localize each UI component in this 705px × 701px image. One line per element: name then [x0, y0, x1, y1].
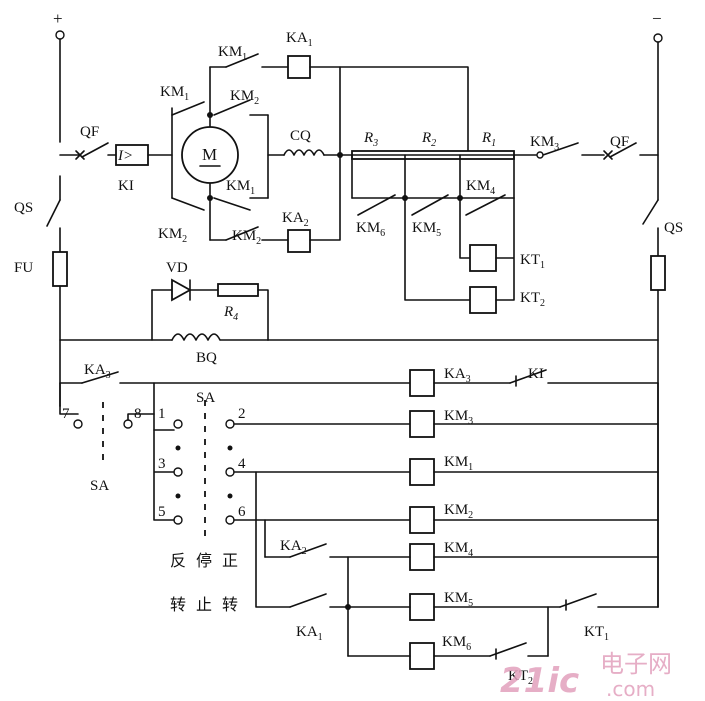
labels: QF I> KI QS FU M KM1 KA1 KM1 KM2 CQ KM1 … — [14, 30, 683, 687]
KT2-contact-label: KT2 — [508, 668, 533, 687]
main-circuit — [59, 53, 659, 314]
motor — [181, 126, 239, 184]
label-turn1: 转 — [170, 595, 186, 614]
KT1-coil-label: KT1 — [520, 252, 545, 271]
KM1-left-label: KM1 — [160, 84, 189, 103]
QF-left-label: QF — [80, 124, 99, 140]
KM2-lower-label: KM2 — [232, 228, 261, 247]
KA3-contact-label: KA3 — [84, 362, 111, 381]
terminal-7: 7 — [62, 406, 70, 422]
KM3-coil — [409, 410, 435, 438]
watermark-logo: 21ic 电子网 .com — [500, 650, 672, 701]
KM3-top-label: KM3 — [530, 134, 559, 153]
KM6-mid-label: KM6 — [356, 220, 385, 239]
KM4-mid-label: KM4 — [466, 178, 495, 197]
KM4-coil — [409, 543, 435, 571]
terminal-6: 6 — [238, 504, 246, 520]
KM6-coil-label: KM6 — [442, 634, 471, 653]
watermark-cn: 电子网 — [600, 650, 672, 678]
KM6-coil — [409, 642, 435, 670]
KT1-coil — [469, 244, 497, 272]
field-circuit — [59, 278, 659, 341]
control-circuit — [59, 369, 659, 670]
watermark-com: .com — [606, 677, 655, 701]
R4-label: R4 — [223, 304, 238, 323]
R1-label: R1 — [481, 130, 496, 149]
KA3-coil-label: KA3 — [444, 366, 471, 385]
SA-mid-label: SA — [196, 390, 215, 406]
KM1-coil — [409, 458, 435, 486]
label-forward: 正 — [222, 551, 238, 570]
terminal-5: 5 — [158, 504, 166, 520]
KI-label: KI — [118, 178, 134, 194]
terminal-4: 4 — [238, 456, 246, 472]
KM5-coil — [409, 593, 435, 621]
label-reverse: 反 — [170, 551, 186, 570]
KM2-coil-label: KM2 — [444, 502, 473, 521]
KA3-coil — [409, 369, 435, 397]
QS-left-label: QS — [14, 200, 33, 216]
plus-label: + — [53, 9, 63, 28]
KI-symbol: I> — [117, 148, 133, 164]
KA1-contact-label: KA1 — [296, 624, 323, 643]
KM5-coil-label: KM5 — [444, 590, 473, 609]
motor-label: M — [202, 145, 217, 164]
KM2-left-low-label: KM2 — [158, 226, 187, 245]
terminal-1: 1 — [158, 406, 166, 422]
diode-VD — [171, 278, 192, 302]
FU-label: FU — [14, 260, 33, 276]
label-stop: 停 — [196, 551, 212, 570]
resistor-R4 — [217, 283, 259, 297]
KA2-contact-label: KA2 — [280, 538, 307, 557]
KM2-right-label: KM2 — [230, 88, 259, 107]
terminal-8: 8 — [134, 406, 142, 422]
KM3-coil-label: KM3 — [444, 408, 473, 427]
R2-label: R2 — [421, 130, 436, 149]
KM4-coil-label: KM4 — [444, 540, 473, 559]
terminal-2: 2 — [238, 406, 246, 422]
QS-right-label: QS — [664, 220, 683, 236]
plus-terminal — [55, 30, 65, 40]
KT1-contact-label: KT1 — [584, 624, 609, 643]
KM1-lower-label: KM1 — [226, 178, 255, 197]
KM1-coil-label: KM1 — [444, 454, 473, 473]
minus-label: − — [652, 9, 662, 28]
KA1-coil-top — [287, 55, 311, 79]
right-power-rail: − — [642, 9, 666, 608]
fuse-right — [650, 255, 666, 291]
fuse-left — [52, 251, 68, 287]
KA2-top-label: KA2 — [282, 210, 309, 229]
VD-label: VD — [166, 260, 188, 276]
QF-right-label: QF — [610, 134, 629, 150]
label-turn2: 转 — [222, 595, 238, 614]
KT2-coil — [469, 286, 497, 314]
KA2-coil-top — [287, 229, 311, 253]
label-stop2: 止 — [196, 595, 212, 614]
KA1-top-label: KA1 — [286, 30, 313, 49]
KT2-coil-label: KT2 — [520, 290, 545, 309]
CQ-label: CQ — [290, 128, 311, 144]
left-power-rail: + — [46, 9, 68, 407]
KM5-mid-label: KM5 — [412, 220, 441, 239]
minus-terminal — [653, 33, 663, 43]
terminal-3: 3 — [158, 456, 166, 472]
KM1-top-label: KM1 — [218, 44, 247, 63]
SA-left-label: SA — [90, 478, 109, 494]
R3-label: R3 — [363, 130, 378, 149]
BQ-label: BQ — [196, 350, 217, 366]
watermark-21ic: 21ic — [500, 661, 579, 701]
KI-contact-label: KI — [528, 366, 544, 382]
KM2-coil — [409, 506, 435, 534]
